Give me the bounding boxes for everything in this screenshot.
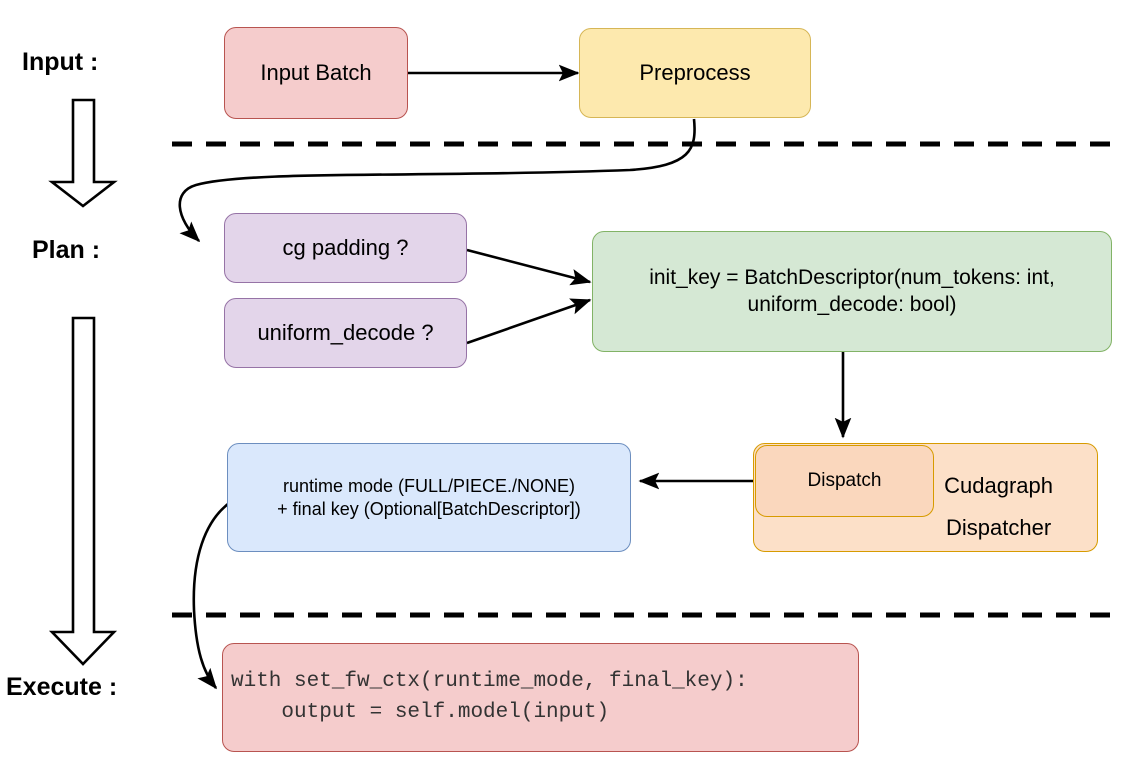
stage-label-execute: Execute :	[6, 673, 118, 701]
node-cg-padding[interactable]: cg padding ?	[224, 213, 467, 283]
edge-runtime-mode-to-code	[192, 499, 233, 690]
node-input-batch[interactable]: Input Batch	[224, 27, 408, 119]
node-preprocess[interactable]: Preprocess	[579, 28, 811, 118]
node-cudagraph-dispatcher-line2: Dispatcher	[945, 514, 1052, 540]
node-init-key-line1: init_key = BatchDescriptor(num_tokens: i…	[649, 266, 1055, 290]
node-runtime-mode[interactable]: runtime mode (FULL/PIECE./NONE) + final …	[227, 443, 631, 552]
node-dispatch[interactable]: Dispatch	[755, 445, 934, 517]
node-init-key-line2: uniform_decode: bool)	[747, 292, 957, 316]
node-execute-code-text: with set_fw_ctx(runtime_mode, final_key)…	[231, 670, 748, 724]
stage-label-plan: Plan :	[32, 236, 101, 264]
node-init-key[interactable]: init_key = BatchDescriptor(num_tokens: i…	[592, 231, 1112, 352]
edge-uniform-decode-to-init-key	[466, 298, 592, 345]
stage-arrow-plan-to-execute	[48, 316, 118, 666]
node-input-batch-label: Input Batch	[260, 60, 372, 86]
node-dispatch-label: Dispatch	[807, 470, 882, 492]
edge-cg-padding-to-init-key	[466, 248, 592, 286]
stage-arrow-input-to-plan	[48, 98, 118, 208]
edge-preprocess-to-cg-padding	[178, 118, 696, 243]
node-cudagraph-dispatcher-line1: Cudagraph	[944, 473, 1053, 498]
node-cg-padding-label: cg padding ?	[282, 235, 409, 261]
node-runtime-mode-line2: + final key (Optional[BatchDescriptor])	[277, 498, 581, 519]
node-uniform-decode-label: uniform_decode ?	[257, 320, 434, 346]
node-runtime-mode-line1: runtime mode (FULL/PIECE./NONE)	[282, 476, 576, 496]
node-uniform-decode[interactable]: uniform_decode ?	[224, 298, 467, 368]
stage-label-input: Input :	[22, 48, 99, 76]
node-cudagraph-dispatcher-label: Cudagraph Dispatcher	[944, 444, 1097, 541]
node-preprocess-label: Preprocess	[639, 60, 751, 86]
node-execute-code[interactable]: with set_fw_ctx(runtime_mode, final_key)…	[222, 643, 859, 752]
